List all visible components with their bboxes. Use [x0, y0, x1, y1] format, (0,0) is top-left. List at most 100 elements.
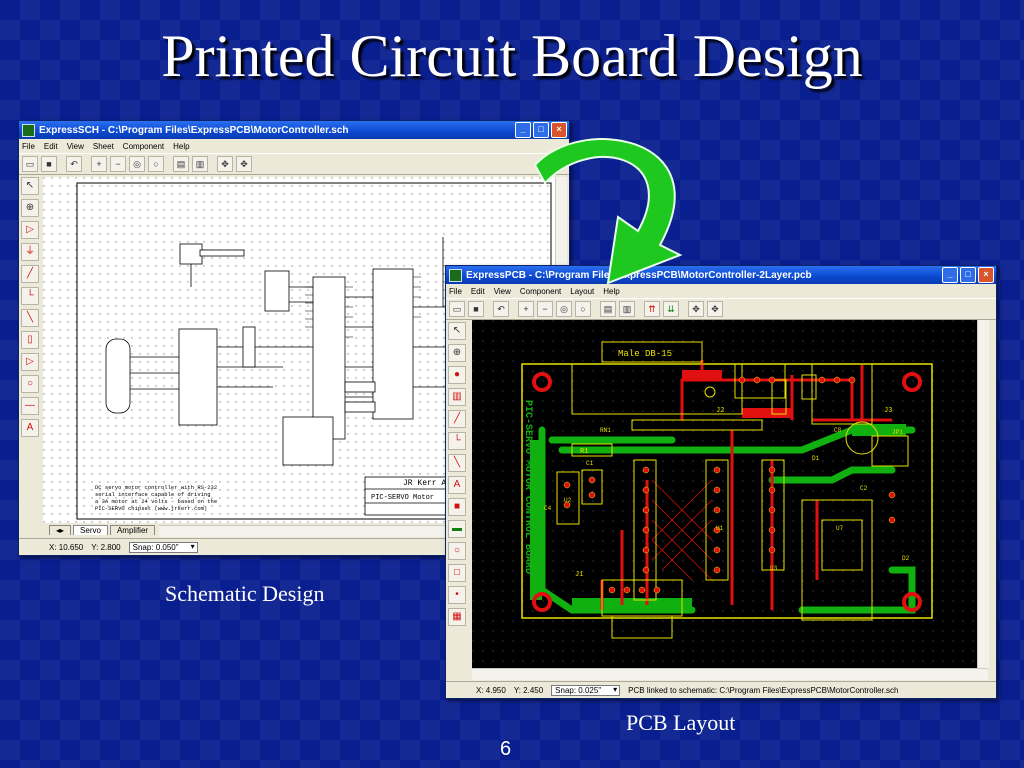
menu-sheet[interactable]: Sheet — [92, 141, 114, 151]
pin-icon[interactable]: — — [21, 397, 39, 415]
menu-file[interactable]: File — [449, 286, 462, 296]
pcb-vertical-scrollbar[interactable] — [977, 320, 989, 668]
text-icon[interactable]: A — [21, 419, 39, 437]
menu-help[interactable]: Help — [603, 286, 620, 296]
chip-icon[interactable]: ▯ — [21, 331, 39, 349]
trace-corner-icon[interactable]: └ — [448, 432, 466, 450]
part-icon[interactable]: ▥ — [619, 301, 635, 317]
circle-icon[interactable]: ○ — [21, 375, 39, 393]
tab-nav-arrows[interactable]: ◂▸ — [49, 525, 72, 535]
drill-icon[interactable]: • — [448, 586, 466, 604]
menu-file[interactable]: File — [22, 141, 35, 151]
move-icon[interactable]: ✥ — [217, 156, 233, 172]
pcb-ref-jp1: JP1 — [892, 429, 903, 436]
zoom-box-icon[interactable]: ⊕ — [448, 344, 466, 362]
menu-help[interactable]: Help — [173, 141, 190, 151]
menu-layout[interactable]: Layout — [570, 286, 595, 296]
zoom-prev-icon[interactable]: ○ — [148, 156, 164, 172]
pcb-y-coordinate: Y: 2.450 — [513, 685, 544, 695]
undo-icon[interactable]: ↶ — [493, 301, 509, 317]
open-icon[interactable]: ▭ — [22, 156, 38, 172]
part-icon[interactable]: ▥ — [192, 156, 208, 172]
close-icon[interactable]: × — [551, 122, 567, 138]
pcb-status-bar: X: 4.950 Y: 2.450 Snap: 0.025" PCB linke… — [446, 681, 996, 698]
text-icon[interactable]: A — [448, 476, 466, 494]
tab-servo[interactable]: Servo — [73, 525, 108, 535]
sch-menu-bar: File Edit View Sheet Component Help — [19, 139, 569, 153]
zoom-in-icon[interactable]: + — [518, 301, 534, 317]
pcb-ref-c4: C4 — [544, 505, 552, 512]
pcb-ref-u1: U1 — [716, 525, 724, 532]
grid-icon[interactable]: ▦ — [448, 608, 466, 626]
menu-component[interactable]: Component — [519, 286, 562, 296]
pcb-canvas[interactable]: Male DB-15 PIC-SERVO MOTOR CONTROL BOARD… — [472, 320, 977, 668]
menu-view[interactable]: View — [66, 141, 84, 151]
menu-component[interactable]: Component — [122, 141, 165, 151]
sch-y-coordinate: Y: 2.800 — [91, 542, 121, 552]
ic-footprint-icon[interactable]: ▥ — [448, 388, 466, 406]
pointer-icon[interactable]: ↖ — [21, 177, 39, 195]
sch-title-block-text: JR Kerr Auto — [403, 479, 461, 488]
port-icon[interactable]: ▷ — [21, 221, 39, 239]
ground-icon[interactable]: ⏚ — [21, 243, 39, 261]
pcb-menu-bar: File Edit View Component Layout Help — [446, 284, 996, 298]
top-layer-icon[interactable]: ⇈ — [644, 301, 660, 317]
save-icon[interactable]: ■ — [468, 301, 484, 317]
component-icon[interactable]: ▤ — [600, 301, 616, 317]
sch-title-bar[interactable]: ExpressSCH - C:\Program Files\ExpressPCB… — [19, 121, 569, 139]
circle-icon[interactable]: ○ — [448, 542, 466, 560]
zoom-in-icon[interactable]: + — [91, 156, 107, 172]
pcb-horizontal-scrollbar[interactable] — [472, 668, 988, 680]
pcb-ref-j1: J1 — [575, 571, 583, 579]
minimize-icon[interactable]: _ — [515, 122, 531, 138]
tab-amplifier[interactable]: Amplifier — [109, 525, 156, 535]
maximize-icon[interactable]: □ — [960, 267, 976, 283]
pcb-snap-select[interactable]: Snap: 0.025" — [551, 684, 621, 696]
open-icon[interactable]: ▭ — [449, 301, 465, 317]
pad-icon[interactable]: ● — [448, 366, 466, 384]
pointer-icon[interactable]: ↖ — [448, 322, 466, 340]
close-icon[interactable]: × — [978, 267, 994, 283]
pcb-side-toolbar: ↖ ⊕ ● ▥ ╱ └ ╲ A ■ ▬ ○ □ • ▦ — [448, 322, 466, 630]
trace-icon[interactable]: ╱ — [448, 410, 466, 428]
zoom-prev-icon[interactable]: ○ — [575, 301, 591, 317]
menu-view[interactable]: View — [493, 286, 511, 296]
maximize-icon[interactable]: □ — [533, 122, 549, 138]
fill-icon[interactable]: ▬ — [448, 520, 466, 538]
zoom-fit-icon[interactable]: ◎ — [556, 301, 572, 317]
pcb-ref-u7: U7 — [836, 525, 844, 532]
save-icon[interactable]: ■ — [41, 156, 57, 172]
wire-corner-icon[interactable]: └ — [21, 287, 39, 305]
sch-note-line: a 3A motor at 24 volts - based on the — [95, 498, 217, 505]
pcb-title-bar[interactable]: ExpressPCB - C:\Program Files\ExpressPCB… — [446, 266, 996, 284]
sch-window-title: ExpressSCH - C:\Program Files\ExpressPCB… — [39, 124, 349, 136]
pcb-ref-u3: U3 — [770, 565, 778, 572]
zoom-fit-icon[interactable]: ◎ — [129, 156, 145, 172]
pcb-caption: PCB Layout — [626, 710, 736, 735]
move-icon[interactable]: ✥ — [688, 301, 704, 317]
line-icon[interactable]: ╲ — [21, 309, 39, 327]
arrow-part-icon[interactable]: ▷ — [21, 353, 39, 371]
wire-icon[interactable]: ╱ — [21, 265, 39, 283]
move-all-icon[interactable]: ✥ — [707, 301, 723, 317]
app-icon — [22, 123, 35, 137]
undo-icon[interactable]: ↶ — [66, 156, 82, 172]
minimize-icon[interactable]: _ — [942, 267, 958, 283]
component-icon[interactable]: ▤ — [173, 156, 189, 172]
sch-snap-select[interactable]: Snap: 0.050" — [128, 541, 198, 553]
zoom-out-icon[interactable]: − — [110, 156, 126, 172]
zoom-out-icon[interactable]: − — [537, 301, 553, 317]
sch-toolbar: ▭ ■ ↶ + − ◎ ○ ▤ ▥ ✥ ✥ — [19, 153, 569, 175]
line-icon[interactable]: ╲ — [448, 454, 466, 472]
layer-swap-icon[interactable]: ■ — [448, 498, 466, 516]
zoom-box-icon[interactable]: ⊕ — [21, 199, 39, 217]
pcb-ref-u2: U2 — [564, 497, 572, 504]
sch-status-bar: X: 10.650 Y: 2.800 Snap: 0.050" — [19, 538, 569, 555]
move-all-icon[interactable]: ✥ — [236, 156, 252, 172]
rect-icon[interactable]: □ — [448, 564, 466, 582]
bottom-layer-icon[interactable]: ⇊ — [663, 301, 679, 317]
menu-edit[interactable]: Edit — [470, 286, 485, 296]
sch-sheet-tabs: ◂▸ Servo Amplifier — [49, 523, 157, 535]
pcb-ref-c2: C2 — [860, 485, 868, 492]
menu-edit[interactable]: Edit — [43, 141, 58, 151]
